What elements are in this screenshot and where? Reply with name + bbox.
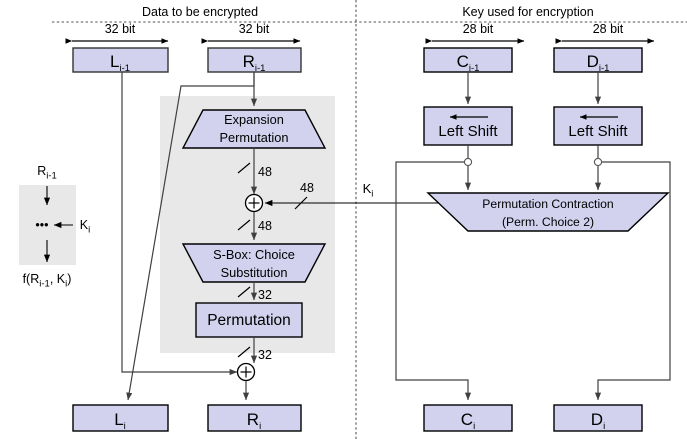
legend-dots: ••• bbox=[35, 218, 48, 232]
bitwidth-l-prev: 32 bit bbox=[105, 22, 136, 36]
block-expansion-permutation bbox=[181, 109, 327, 149]
box-d-next bbox=[553, 404, 643, 432]
width-key-in: 48 bbox=[300, 181, 314, 195]
tick-48-key bbox=[294, 196, 308, 210]
junction-dot-1 bbox=[463, 157, 473, 167]
bitwidth-d-prev: 28 bit bbox=[593, 22, 624, 36]
tick-48-expansion bbox=[237, 162, 251, 174]
legend-key-label: Ki bbox=[80, 218, 90, 236]
label-expansion-line2: Permutation bbox=[220, 130, 289, 145]
wire-shift1-to-c-next bbox=[395, 161, 472, 401]
box-l-prev bbox=[72, 47, 169, 73]
box-d-prev bbox=[553, 47, 643, 73]
block-permutation bbox=[195, 302, 303, 338]
bitwidth-c-prev: 28 bit bbox=[463, 22, 494, 36]
width-xor-out: 48 bbox=[258, 219, 272, 233]
label-r-next: Ri bbox=[247, 410, 261, 432]
box-l-next bbox=[72, 404, 169, 432]
bitwidth-r-prev: 32 bit bbox=[239, 22, 270, 36]
legend-input-label: Ri-1 bbox=[37, 164, 57, 182]
width-perm-out: 32 bbox=[258, 348, 272, 362]
wire-l-prev-to-xor bbox=[121, 72, 238, 376]
label-pc2-line2: (Perm. Choice 2) bbox=[502, 215, 594, 229]
label-c-next: Ci bbox=[461, 410, 475, 432]
block-left-shift-1 bbox=[423, 106, 513, 146]
legend-output-label: f(Ri-1, Ki) bbox=[23, 272, 72, 290]
label-pc2-line1: Permutation Contraction bbox=[482, 197, 613, 211]
label-d-next: Di bbox=[591, 410, 605, 432]
block-permutation-contraction bbox=[426, 192, 670, 232]
width-expansion-out: 48 bbox=[258, 165, 272, 179]
width-sbox-out: 32 bbox=[258, 288, 272, 302]
label-left-shift-1: Left Shift bbox=[438, 123, 498, 140]
label-expansion-line1: Expansion bbox=[224, 112, 284, 127]
label-sbox-line1: S-Box: Choice bbox=[213, 247, 295, 262]
label-left-shift-2: Left Shift bbox=[568, 123, 628, 140]
label-l-next: Li bbox=[114, 410, 126, 432]
tick-48-xor-out bbox=[237, 219, 251, 231]
box-r-prev bbox=[207, 47, 302, 73]
block-sbox bbox=[181, 243, 327, 283]
label-sbox-line2: Substitution bbox=[221, 265, 288, 280]
tick-32-perm-out bbox=[237, 346, 251, 358]
label-l-prev: Li-1 bbox=[110, 52, 130, 74]
label-c-prev: Ci-1 bbox=[457, 52, 480, 74]
label-r-prev: Ri-1 bbox=[243, 52, 266, 74]
label-subkey: Ki bbox=[363, 181, 374, 200]
label-d-prev: Di-1 bbox=[587, 52, 610, 74]
junction-dot-2 bbox=[593, 157, 603, 167]
header-right: Key used for encryption bbox=[462, 5, 593, 19]
header-left: Data to be encrypted bbox=[142, 5, 258, 19]
box-c-next bbox=[423, 404, 513, 432]
label-permutation: Permutation bbox=[207, 312, 291, 329]
wire-shift2-to-d-next bbox=[594, 161, 671, 401]
tick-32-sbox-out bbox=[237, 286, 251, 298]
box-r-next bbox=[207, 404, 302, 432]
